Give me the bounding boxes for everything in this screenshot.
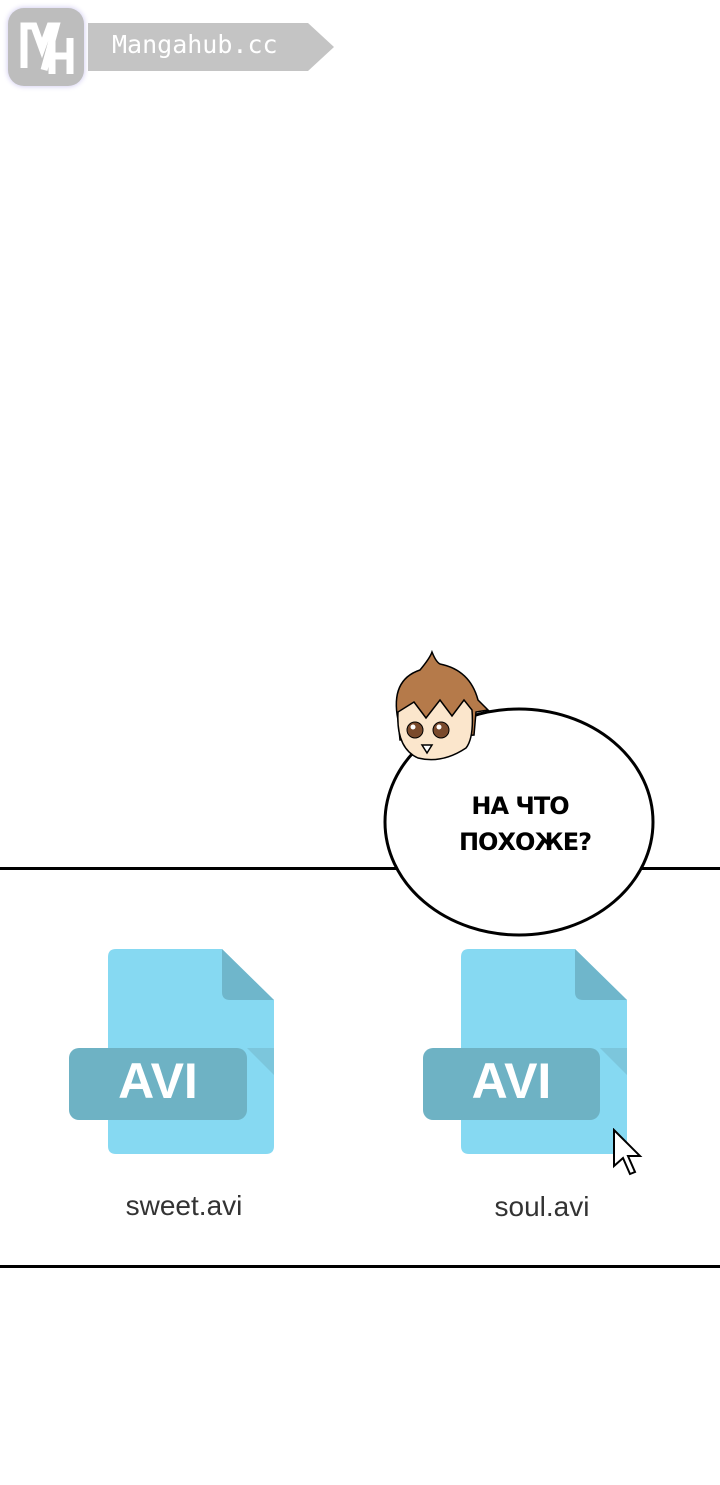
panel-border-bottom: [0, 1265, 720, 1268]
watermark-site-text: Mangahub.cc: [112, 30, 278, 59]
avi-file-icon[interactable]: [413, 940, 643, 1170]
mouse-cursor-icon: [613, 1128, 643, 1176]
avi-file-icon[interactable]: [60, 940, 290, 1170]
watermark-banner: [88, 23, 334, 71]
speech-bubble-line-2: ПОХОЖЕ?: [458, 828, 592, 856]
panel-border-top: [0, 867, 720, 870]
file-type-label: AVI: [118, 1053, 198, 1109]
watermark-logo: [8, 8, 84, 86]
chibi-character-icon: [395, 649, 490, 761]
file-name-soul[interactable]: soul.avi: [494, 1191, 590, 1222]
speech-bubble-line-1: НА ЧТО: [471, 792, 569, 820]
speech-bubble-with-character: [383, 649, 655, 937]
file-name-sweet[interactable]: sweet.avi: [125, 1190, 243, 1221]
file-type-label: AVI: [471, 1053, 552, 1109]
